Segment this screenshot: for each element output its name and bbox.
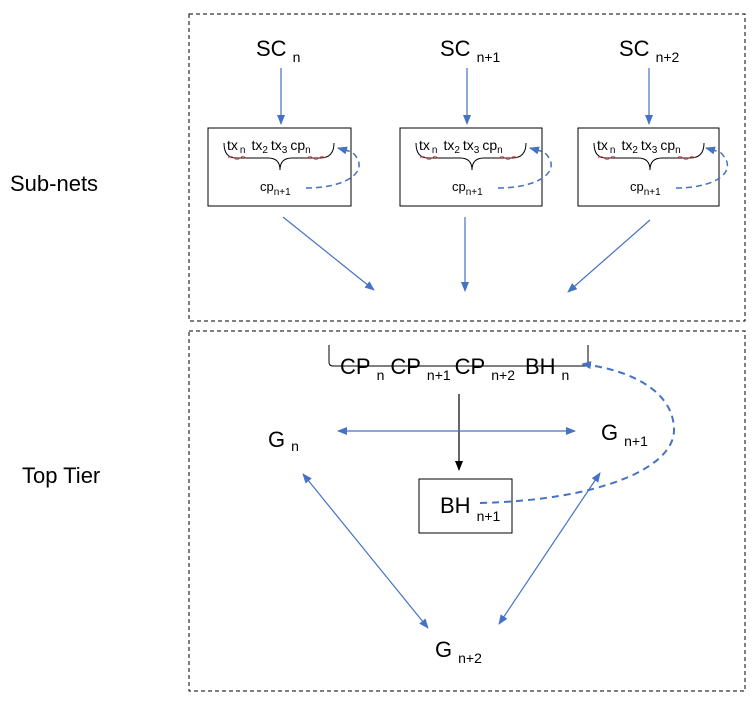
subnet-1-brace	[223, 142, 335, 171]
subnet-3-squiggle	[597, 156, 617, 160]
subnets-frame	[188, 13, 746, 322]
subnet-3-new-checkpoint: cpn+1	[630, 179, 661, 198]
g-right-bottom-arrow	[498, 472, 601, 625]
subnet-2-squiggle-2	[498, 156, 518, 160]
subnet-3-brace	[593, 142, 705, 171]
subnet-1-new-checkpoint: cpn+1	[260, 179, 291, 198]
g-left-bottom-arrow	[302, 473, 429, 629]
subnet-1-loop-arrow	[305, 146, 360, 189]
subnet-3-squiggle-2	[676, 156, 696, 160]
subnet-2-new-checkpoint: cpn+1	[452, 179, 483, 198]
subnet-1-squiggle	[227, 156, 247, 160]
subnet-2-block	[399, 127, 543, 207]
subnet-3-block	[577, 127, 720, 207]
subnet-1-squiggle-2	[306, 156, 326, 160]
subnets-label: Sub-nets	[10, 171, 98, 196]
new-block-header	[418, 478, 513, 534]
subnet-1-out-arrow	[282, 216, 375, 291]
subnet-2-loop-arrow	[497, 146, 552, 189]
subnet-2-squiggle	[419, 156, 439, 160]
subnet-2-brace	[415, 142, 527, 171]
subnet-3-loop-arrow	[675, 146, 729, 189]
subnet-3-out-arrow	[567, 219, 651, 293]
top-tier-frame	[188, 330, 746, 692]
top-tier-label: Top Tier	[22, 463, 100, 488]
